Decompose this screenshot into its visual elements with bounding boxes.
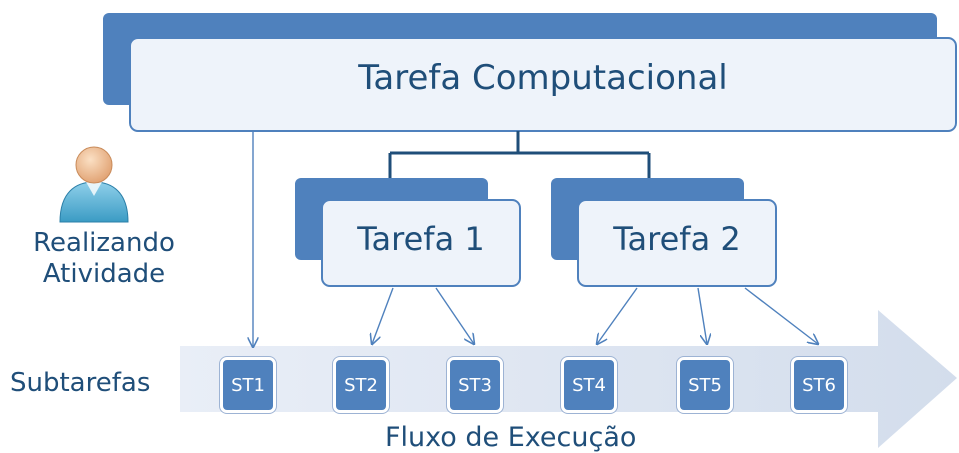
subtask-st6: ST6: [791, 357, 847, 413]
task-2-box: [577, 199, 777, 287]
subtask-st1: ST1: [220, 357, 276, 413]
arrow-to-st3: [435, 287, 474, 344]
subtask-st5: ST5: [677, 357, 733, 413]
subtask-st2: ST2: [333, 357, 389, 413]
subtasks-label: Subtarefas: [10, 368, 151, 398]
arrow-to-st2: [372, 287, 394, 344]
arrow-to-st4: [597, 287, 638, 344]
task-1-box: [321, 199, 521, 287]
arrow-to-st5: [697, 287, 707, 344]
main-task-box: [129, 37, 957, 132]
hierarchy-connector: [388, 131, 651, 178]
execution-flow-label: Fluxo de Execução: [385, 422, 637, 453]
main-task-label: Tarefa Computacional: [358, 58, 728, 98]
arrow-to-st6: [744, 287, 818, 344]
task-2-label: Tarefa 2: [613, 220, 741, 258]
subtask-st3: ST3: [447, 357, 503, 413]
task-1-label: Tarefa 1: [357, 220, 485, 258]
person-icon: [59, 146, 129, 223]
subtask-st4: ST4: [561, 357, 617, 413]
agent-label: Realizando Atividade: [33, 228, 175, 289]
